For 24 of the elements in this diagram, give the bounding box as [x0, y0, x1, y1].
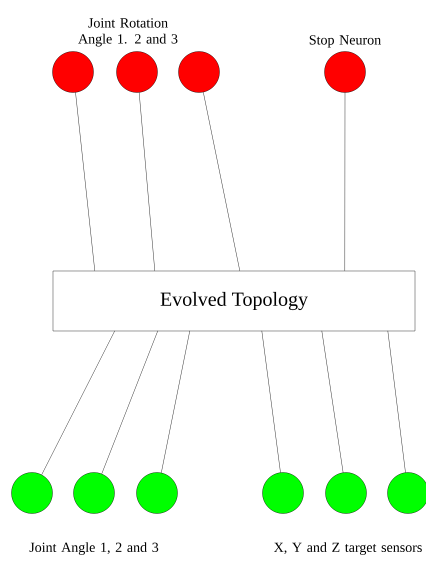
neuron-circle — [178, 51, 220, 93]
process-box: Evolved Topology — [52, 270, 416, 332]
neuron-circle — [11, 472, 53, 514]
connection-line — [161, 330, 190, 473]
connection-line — [322, 330, 344, 473]
neuron-circle — [325, 472, 367, 514]
connection-line — [262, 330, 281, 473]
group-label: X, Y and Z target sensors — [274, 542, 422, 555]
neuron-circle — [262, 472, 304, 514]
connection-line — [75, 92, 95, 271]
connection-line — [138, 92, 155, 271]
group-label: Joint Rotation Angle 1. 2 and 3 — [78, 18, 178, 46]
connection-line — [102, 330, 158, 474]
connection-line — [42, 330, 115, 475]
neuron-circle — [136, 472, 178, 514]
connection-line — [203, 92, 240, 271]
connection-line — [344, 92, 346, 271]
group-label: Joint Angle 1, 2 and 3 — [30, 542, 158, 555]
connection-line — [388, 330, 406, 473]
neuron-circle — [387, 472, 426, 514]
neuron-circle — [73, 472, 115, 514]
neuron-circle — [116, 51, 158, 93]
neuron-circle — [52, 51, 94, 93]
neuron-circle — [324, 51, 366, 93]
